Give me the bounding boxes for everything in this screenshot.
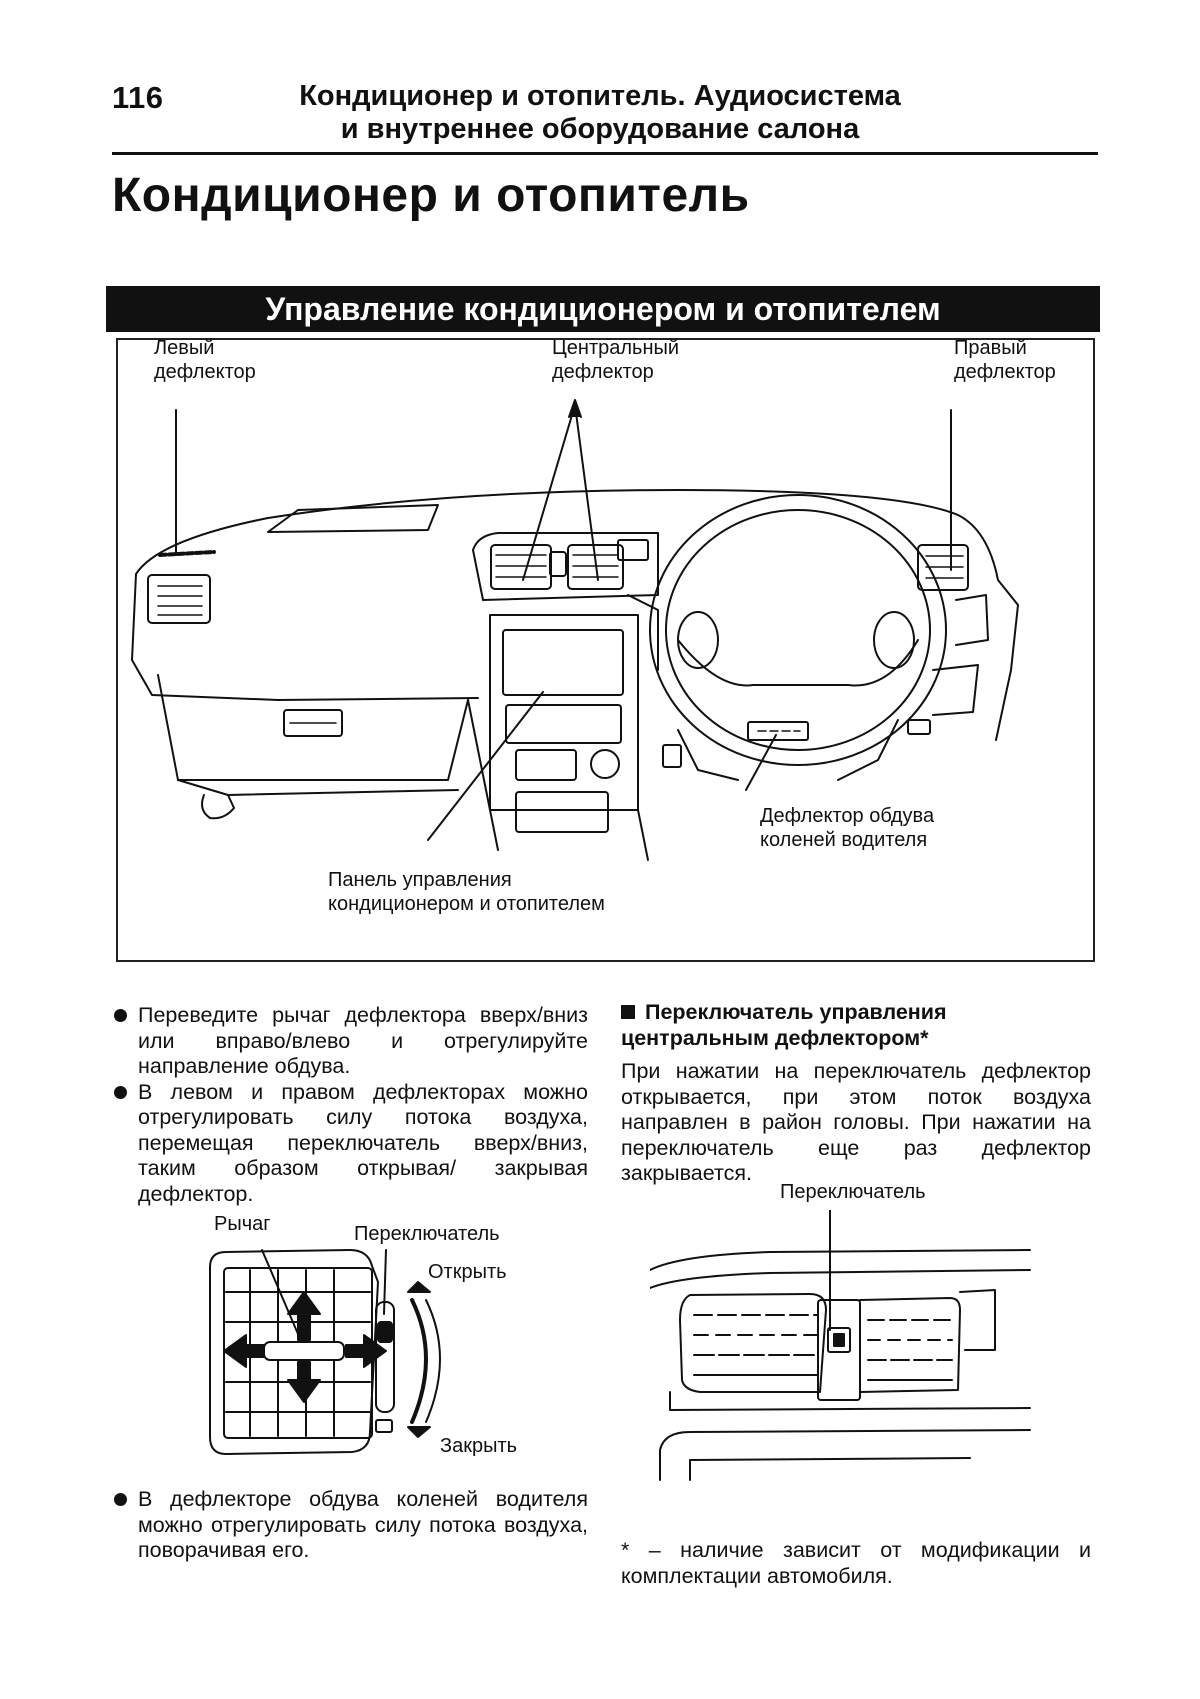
bullet-dot [114,1085,127,1099]
running-head-line-1: Кондиционер и отопитель. Аудиосистема [299,80,901,112]
label-center-vent-line1: Центральный [552,337,680,359]
label-center-vent: Центральный дефлектор [552,336,679,384]
bullet-dot [114,1493,127,1506]
center-vent-figure: Переключатель [649,1181,1050,1490]
section-banner: Управление кондиционером и отопителем [106,286,1100,332]
bullet-item: В левом и правом дефлекторах можно отрег… [114,1080,588,1208]
label-open: Открыть [428,1261,507,1283]
page-number: 116 [112,80,164,115]
page-title: Кондиционер и отопитель [112,169,750,222]
label-knee-vent-line1: Дефлектор обдува [760,805,935,827]
label-left-vent-line1: Левый [154,337,215,359]
label-left-vent-line2: дефлектор [154,361,256,383]
label-center-switch: Переключатель [780,1181,926,1203]
side-vent-drawing [209,1249,441,1455]
bullet-text: В дефлекторе обдува коленей водителя мож… [138,1487,588,1562]
bullet-text: Переведите рычаг дефлектора вверх/вниз и… [138,1003,588,1078]
label-control-panel-line1: Панель управления [328,869,512,891]
footnote: * – наличие зависит от модификации и ком… [621,1538,1091,1588]
label-control-panel: Панель управления кондиционером и отопит… [328,868,605,916]
label-right-vent-line2: дефлектор [954,361,1056,383]
label-right-vent: Правый дефлектор [954,336,1056,384]
label-left-vent: Левый дефлектор [154,336,256,384]
label-control-panel-line2: кондиционером и отопителем [328,893,605,915]
subsection-paragraph: При нажатии на переключатель дефлектор о… [621,1059,1091,1185]
label-lever: Рычаг [214,1213,271,1235]
bullet-text: В левом и правом дефлекторах можно отрег… [138,1079,588,1206]
side-vent-figure: Рычаг Переключатель Открыть Закрыть [190,1213,550,1472]
subsection-heading-text: Переключатель управления центральным деф… [621,1000,947,1050]
label-knee-vent: Дефлектор обдува коленей водителя [760,804,934,852]
label-right-vent-line1: Правый [954,337,1027,359]
heading-square-icon [621,1005,635,1019]
label-center-vent-line2: дефлектор [552,361,654,383]
running-head-line-2: и внутреннее оборудование салона [340,113,860,145]
running-head: Кондиционер и отопитель. Аудиосистема и … [230,80,970,146]
dashboard-drawing [131,399,1019,861]
bullet-dot [114,1009,127,1022]
label-knee-vent-line2: коленей водителя [760,829,928,851]
dashboard-figure: Левый дефлектор Центральный дефлектор Пр… [116,336,1095,962]
bullet-item: В дефлекторе обдува коленей водителя мож… [114,1487,588,1564]
bullet-item: Переведите рычаг дефлектора вверх/вниз и… [114,1003,588,1080]
subsection-heading: Переключатель управления центральным деф… [621,1000,1091,1051]
center-vent-drawing [649,1203,1031,1481]
header-rule [112,152,1098,155]
left-bullets-top: Переведите рычаг дефлектора вверх/вниз и… [114,1003,588,1207]
left-bullets-bottom: В дефлекторе обдува коленей водителя мож… [114,1487,588,1564]
label-close: Закрыть [440,1435,518,1457]
label-switch: Переключатель [354,1223,500,1245]
